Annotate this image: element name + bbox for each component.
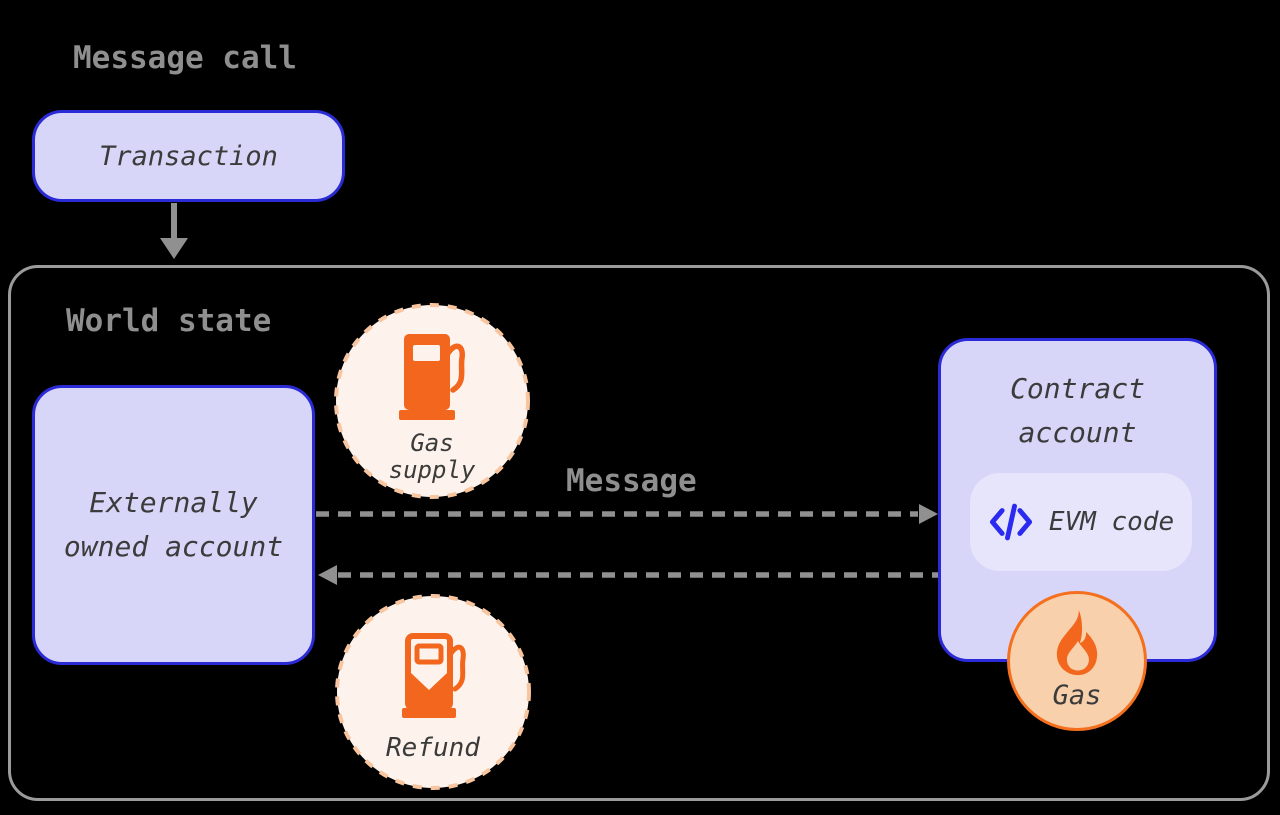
world-state-container [8,265,1270,801]
transaction-label: Transaction [99,140,278,172]
contract-label-line1: Contract [1010,372,1145,405]
gas-node: Gas [1007,591,1147,731]
evm-code-label: EVM code [1048,507,1175,537]
message-label: Message [566,463,697,499]
gas-label: Gas [1052,680,1102,711]
code-icon [989,503,1032,541]
gas-supply-label-line1: Gas [410,429,454,457]
world-state-label: World state [66,303,272,339]
gas-supply-node: Gas supply [333,302,531,500]
return-arrow-left-icon [318,565,940,585]
externally-owned-account-node: Externally owned account [32,385,315,665]
refund-label: Refund [386,733,480,763]
eoa-label-line2: owned account [63,530,284,563]
message-arrow-right-icon [316,504,938,524]
fuel-pump-icon [399,334,465,420]
flame-icon [1056,610,1098,676]
gas-supply-label-line2: supply [388,456,476,484]
contract-label-line2: account [1018,416,1137,449]
down-arrow-icon [160,203,188,259]
fuel-pump-outline-icon [402,633,466,718]
transaction-node: Transaction [32,110,345,202]
page-title: Message call [73,40,297,76]
refund-node: Refund [334,593,532,791]
eoa-label-line1: Externally [89,486,258,519]
evm-code-pill: EVM code [970,473,1192,571]
